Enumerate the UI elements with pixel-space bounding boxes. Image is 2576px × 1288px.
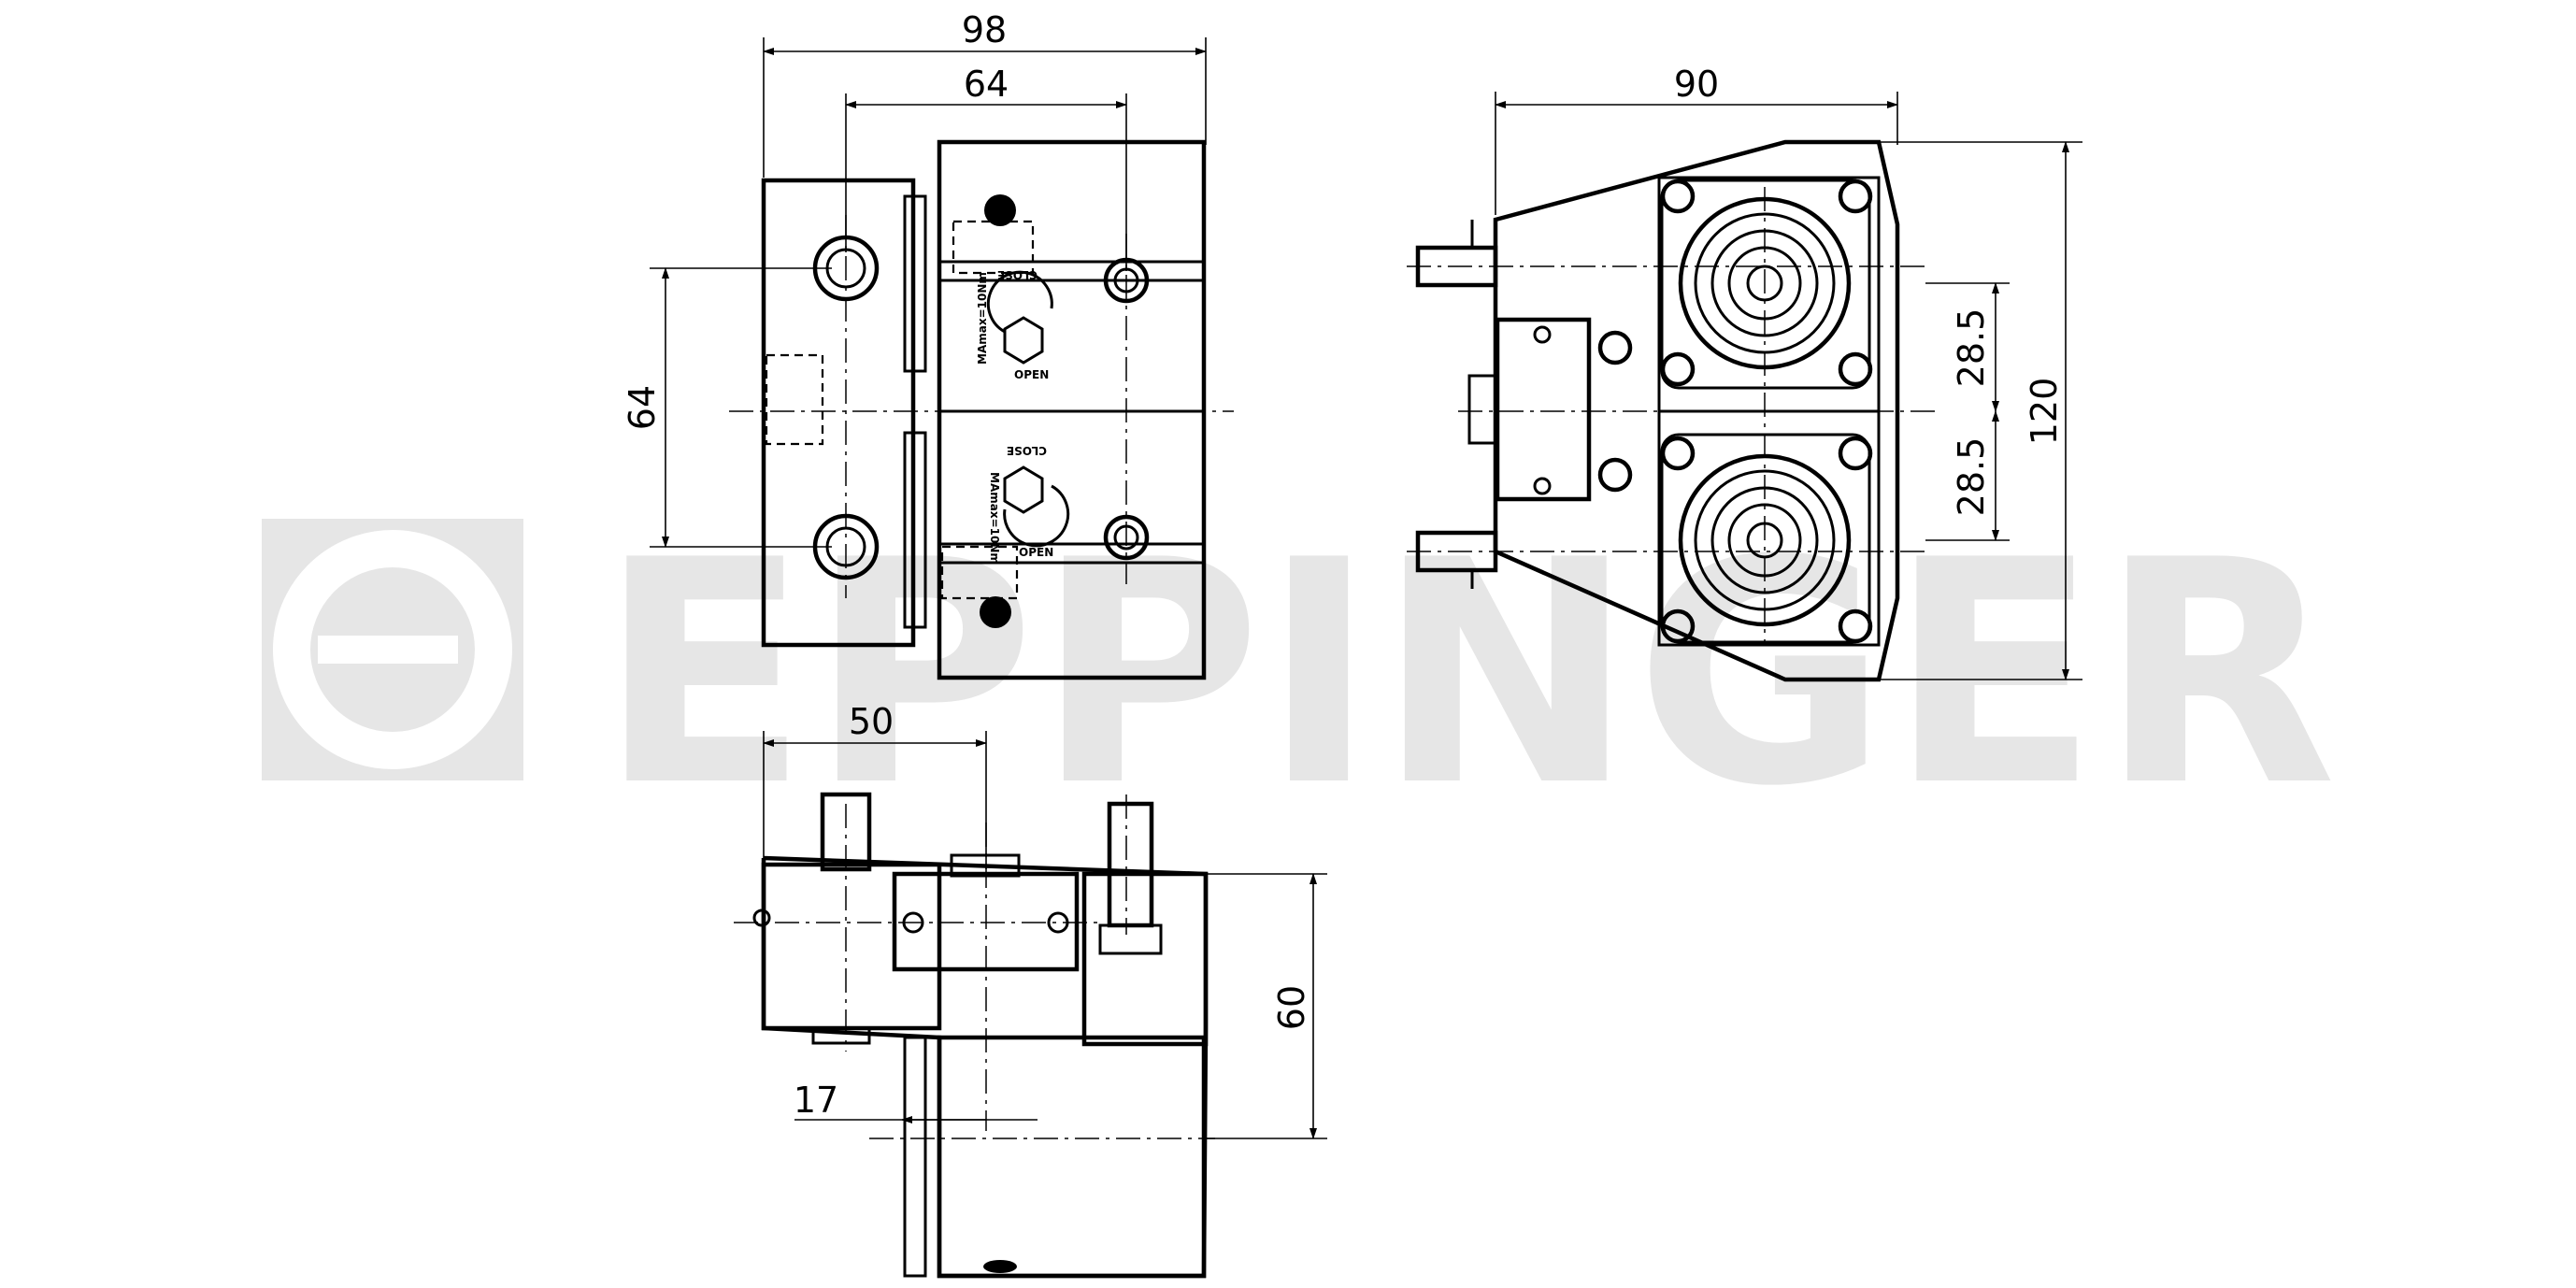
label-torque-bottom: MAmax=10Nm (988, 472, 1001, 565)
side-screw-upper (1597, 330, 1633, 365)
front-pin-upper (984, 194, 1016, 226)
front-body-left (761, 178, 916, 648)
side-bolt-ll-4 (1838, 608, 1873, 644)
dim-width-total: 98 (962, 9, 1007, 50)
side-bolt-ul-2 (1838, 179, 1873, 214)
front-pin-lower (980, 596, 1011, 628)
front-socket-lower (1103, 514, 1150, 561)
side-key (1467, 374, 1499, 445)
side-bolt-ll-2 (1838, 436, 1873, 471)
label-torque-top: MAmax=10Nm (976, 272, 989, 365)
dim-pitch-upper: 28.5 (1951, 308, 1992, 388)
label-open-bottom: OPEN (1019, 546, 1053, 559)
label-close-top: CLOSE (997, 268, 1038, 281)
dim-height: 64 (622, 385, 663, 430)
side-spindle-housing-lower (1660, 433, 1871, 644)
dim-pitch-lower: 28.5 (1951, 437, 1992, 517)
top-nut (1098, 923, 1163, 955)
top-view: 50 60 17 (734, 701, 1327, 1279)
front-qr-left (765, 353, 824, 446)
side-bolt-ll-3 (1660, 608, 1696, 644)
front-qr-bottom (940, 545, 1019, 600)
top-left-block (761, 862, 942, 1031)
top-right-block (1081, 871, 1209, 1047)
top-lower-block (937, 1035, 1207, 1279)
side-spindle-housing-upper (1660, 179, 1871, 390)
front-rotate-arrow-upper (986, 270, 1053, 334)
front-rotate-arrow-lower (1003, 484, 1070, 548)
front-qr-top (952, 220, 1035, 275)
watermark-logo-bar (318, 636, 458, 664)
top-bottom-lug (811, 1026, 871, 1045)
label-close-bottom: CLOSE (1007, 444, 1047, 457)
side-view: 90 120 28.5 28.5 (1407, 64, 2082, 682)
label-open-top: OPEN (1014, 368, 1049, 381)
front-slot-lower (903, 431, 927, 629)
dim-side-height: 120 (2024, 378, 2065, 446)
dim-top-width: 50 (849, 701, 894, 742)
eppinger-watermark: EPPINGER (262, 494, 2337, 853)
front-view: 98 64 64 (622, 9, 1234, 680)
front-socket-upper (1103, 257, 1150, 304)
side-bolt-ul-1 (1660, 179, 1696, 214)
top-slot (903, 1036, 927, 1278)
side-bolt-ul-3 (1660, 351, 1696, 387)
side-screw-lower (1597, 457, 1633, 493)
watermark-text: EPPINGER (598, 494, 2337, 853)
dim-side-width: 90 (1674, 64, 1719, 105)
top-body-outline (761, 855, 1209, 1279)
side-body (1493, 139, 1900, 682)
side-cover-plate (1495, 317, 1592, 502)
watermark-logo-mark (273, 530, 512, 769)
dim-top-offset: 17 (794, 1080, 838, 1121)
top-key (950, 853, 1021, 878)
front-slot-upper (903, 194, 927, 373)
dim-top-height: 60 (1271, 985, 1312, 1030)
dim-width-inner: 64 (964, 64, 1009, 105)
side-bolt-ul-4 (1838, 351, 1873, 387)
top-oil-port (983, 1260, 1017, 1273)
side-bolt-ll-1 (1660, 436, 1696, 471)
